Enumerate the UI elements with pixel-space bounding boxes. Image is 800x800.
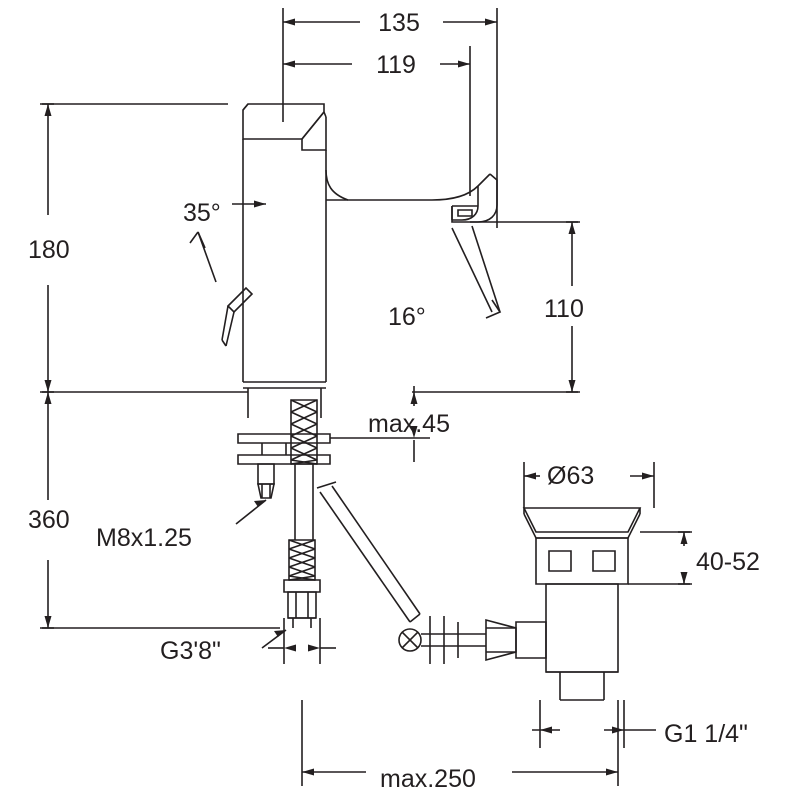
leader-spout-angle — [452, 226, 500, 318]
leader-thread-g38 — [262, 618, 336, 664]
dimension-hose-length — [302, 700, 618, 786]
popup-waste-linkage — [317, 482, 546, 664]
label-thread-m8: M8x1.25 — [96, 524, 192, 552]
dimension-waste-range — [628, 532, 692, 584]
label-width-135: 135 — [378, 9, 420, 37]
leader-handle-angle — [190, 200, 266, 283]
label-height-360: 360 — [28, 506, 70, 534]
label-height-180: 180 — [28, 236, 70, 264]
leader-thread-m8 — [236, 500, 266, 524]
faucet-body — [222, 104, 497, 418]
leader-waste-thread — [532, 700, 656, 748]
dimension-reach-119 — [283, 46, 470, 196]
label-waste-thread: G1 1/4" — [664, 720, 748, 748]
faucet-shank — [238, 400, 330, 540]
supply-connector — [284, 540, 320, 628]
label-thread-g38: G3'8" — [160, 637, 221, 665]
popup-waste-body — [524, 508, 640, 700]
label-spout-height-110: 110 — [544, 295, 584, 323]
label-waste-diameter: Ø63 — [547, 462, 594, 490]
label-handle-angle: 35° — [183, 199, 221, 227]
dimension-deck-thickness — [330, 386, 430, 462]
label-deck-thickness: max.45 — [368, 410, 450, 438]
label-spout-angle: 16° — [388, 303, 426, 331]
dimension-height-180 — [40, 104, 248, 392]
label-reach-119: 119 — [376, 51, 416, 79]
dimension-height-360 — [40, 392, 280, 628]
label-waste-range: 40-52 — [696, 548, 760, 576]
dimension-spout-height-110 — [412, 222, 580, 392]
label-hose-length: max.250 — [380, 765, 476, 793]
dimension-waste-diameter — [524, 462, 654, 508]
